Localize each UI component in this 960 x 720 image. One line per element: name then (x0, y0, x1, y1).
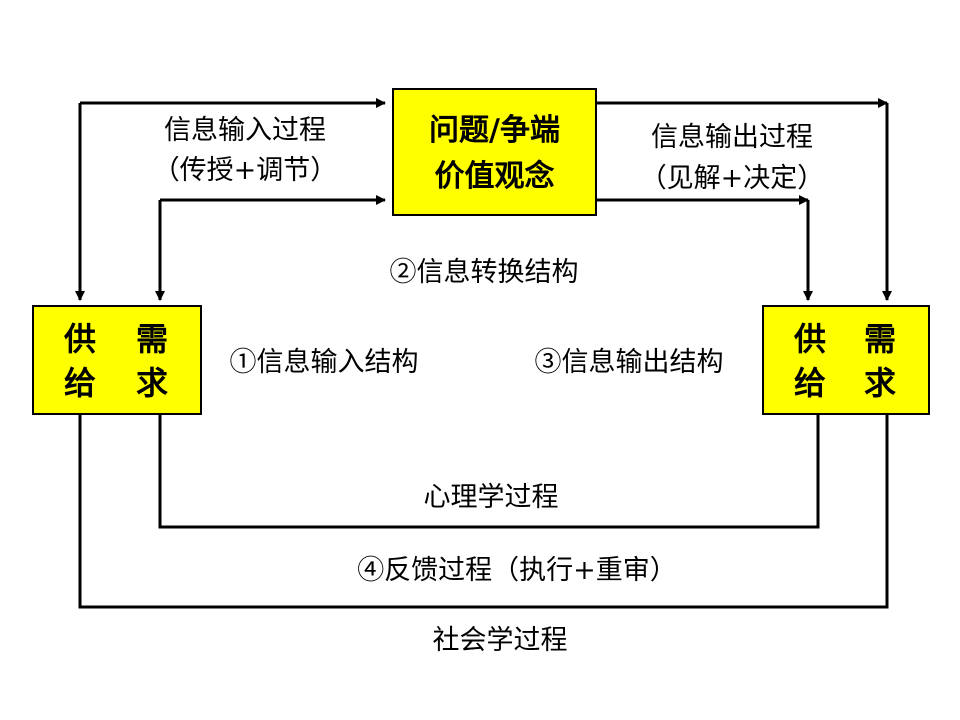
left-box-char-3: 给 (64, 364, 97, 402)
psychology-process-label: 心理学过程 (423, 482, 559, 513)
right-box-char-4: 求 (864, 364, 897, 402)
feedback-process-label: ④反馈过程（执行+重审） (357, 555, 677, 586)
left-box-char-2: 需 (136, 320, 169, 358)
right-box-char-3: 给 (794, 364, 827, 402)
right-supply-demand-box: 供 需 给 求 (762, 305, 930, 415)
input-process-sublabel: （传授+调节） (152, 155, 338, 186)
output-structure-label: ③信息输出结构 (534, 347, 724, 378)
transform-structure-label: ②信息转换结构 (389, 257, 579, 288)
left-box-char-1: 供 (64, 320, 97, 358)
right-box-char-1: 供 (794, 320, 827, 358)
left-box-char-4: 求 (136, 364, 169, 402)
right-box-char-2: 需 (864, 320, 897, 358)
input-process-label: 信息输入过程 (164, 115, 326, 146)
psychology-loop-line (158, 415, 820, 529)
output-process-sublabel: （见解+决定） (639, 163, 825, 194)
center-box: 问题/争端 价值观念 (392, 88, 597, 216)
sociology-process-label: 社会学过程 (432, 625, 568, 656)
output-process-label: 信息输出过程 (651, 122, 813, 153)
left-supply-demand-box: 供 需 给 求 (32, 305, 202, 415)
center-box-line2: 价值观念 (434, 159, 555, 194)
input-structure-label: ①信息输入结构 (229, 347, 419, 378)
center-box-line1: 问题/争端 (429, 113, 560, 148)
sociology-loop-line (78, 415, 889, 609)
